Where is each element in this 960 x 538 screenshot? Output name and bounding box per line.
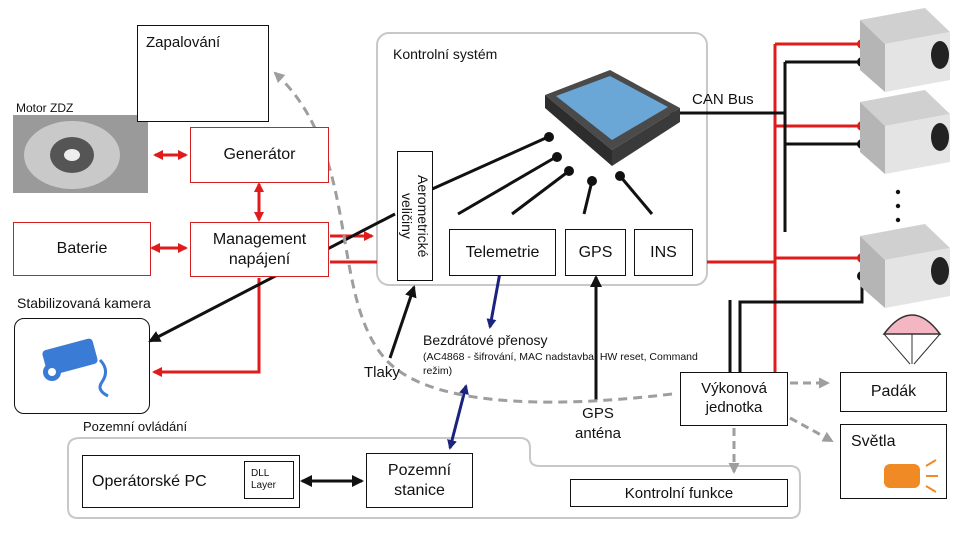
camera-box — [14, 318, 150, 414]
battery-box: Baterie — [13, 222, 151, 276]
ins-box: INS — [634, 229, 693, 276]
power-management-box: Management napájení — [190, 222, 329, 277]
dll-layer-box: DLL Layer — [244, 461, 294, 499]
wireless-arrow-bottom — [447, 384, 469, 450]
can-bus-label: CAN Bus — [692, 91, 754, 108]
pressure-label: Tlaky — [364, 364, 400, 381]
operator-pc-label: Operátorské PC — [92, 472, 207, 490]
processor-chip-icon — [545, 70, 680, 166]
gps-antenna-label: GPS anténa — [575, 405, 621, 443]
power-management-label: Management napájení — [212, 231, 307, 268]
servo-motor-icon-1 — [860, 8, 950, 92]
aerometric-label: Aerometrické veličiny — [399, 174, 432, 258]
ignition-box: Zapalování — [137, 25, 269, 122]
dashed-to-lights — [789, 416, 834, 443]
control-functions-box: Kontrolní funkce — [570, 479, 788, 507]
power-to-camera-arrow — [152, 278, 261, 377]
lights-label: Světla — [851, 433, 896, 450]
control-system-frame — [376, 32, 708, 286]
aerometric-box: Aerometrické veličiny — [397, 151, 433, 281]
battery-label: Baterie — [56, 240, 108, 257]
dashed-path-ignition — [273, 71, 673, 404]
light-icon — [884, 459, 938, 493]
motor-label: Motor ZDZ — [16, 101, 74, 115]
control-to-camera-arrow — [148, 212, 396, 343]
generator-box: Generátor — [190, 127, 329, 183]
gps-label: GPS — [578, 243, 613, 261]
camera-label: Stabilizovaná kamera — [17, 295, 151, 311]
power-unit-label: Výkonová jednotka — [701, 380, 767, 416]
parachute-box: Padák — [840, 372, 947, 412]
ground-control-label: Pozemní ovládání — [83, 419, 188, 434]
telemetry-label: Telemetrie — [465, 243, 540, 261]
servo-motor-icon-2 — [860, 90, 950, 174]
lights-box: Světla — [840, 424, 947, 499]
wireless-label: Bezdrátové přenosy — [423, 332, 548, 348]
ignition-label: Zapalování — [146, 34, 221, 51]
ground-station-label: Pozemní stanice — [387, 461, 452, 499]
control-system-label: Kontrolní systém — [393, 46, 498, 62]
gps-box: GPS — [565, 229, 626, 276]
wireless-detail: (AC4868 - šifrování, MAC nadstavba, HW r… — [423, 351, 698, 377]
pressure-arrow — [388, 285, 417, 359]
camera-icon — [42, 338, 109, 398]
control-functions-label: Kontrolní funkce — [624, 484, 734, 502]
parachute-label: Padák — [870, 383, 917, 400]
ground-control-frame — [67, 437, 801, 519]
power-unit-box: Výkonová jednotka — [680, 372, 788, 426]
motor-photo — [13, 115, 148, 193]
ground-station-box: Pozemní stanice — [366, 453, 473, 508]
servo-motor-icon-3 — [860, 224, 950, 308]
generator-label: Generátor — [223, 146, 296, 163]
telemetry-box: Telemetrie — [449, 229, 556, 276]
parachute-icon — [882, 314, 942, 365]
ins-label: INS — [650, 243, 677, 261]
dll-layer-label: DLL Layer — [251, 467, 277, 492]
